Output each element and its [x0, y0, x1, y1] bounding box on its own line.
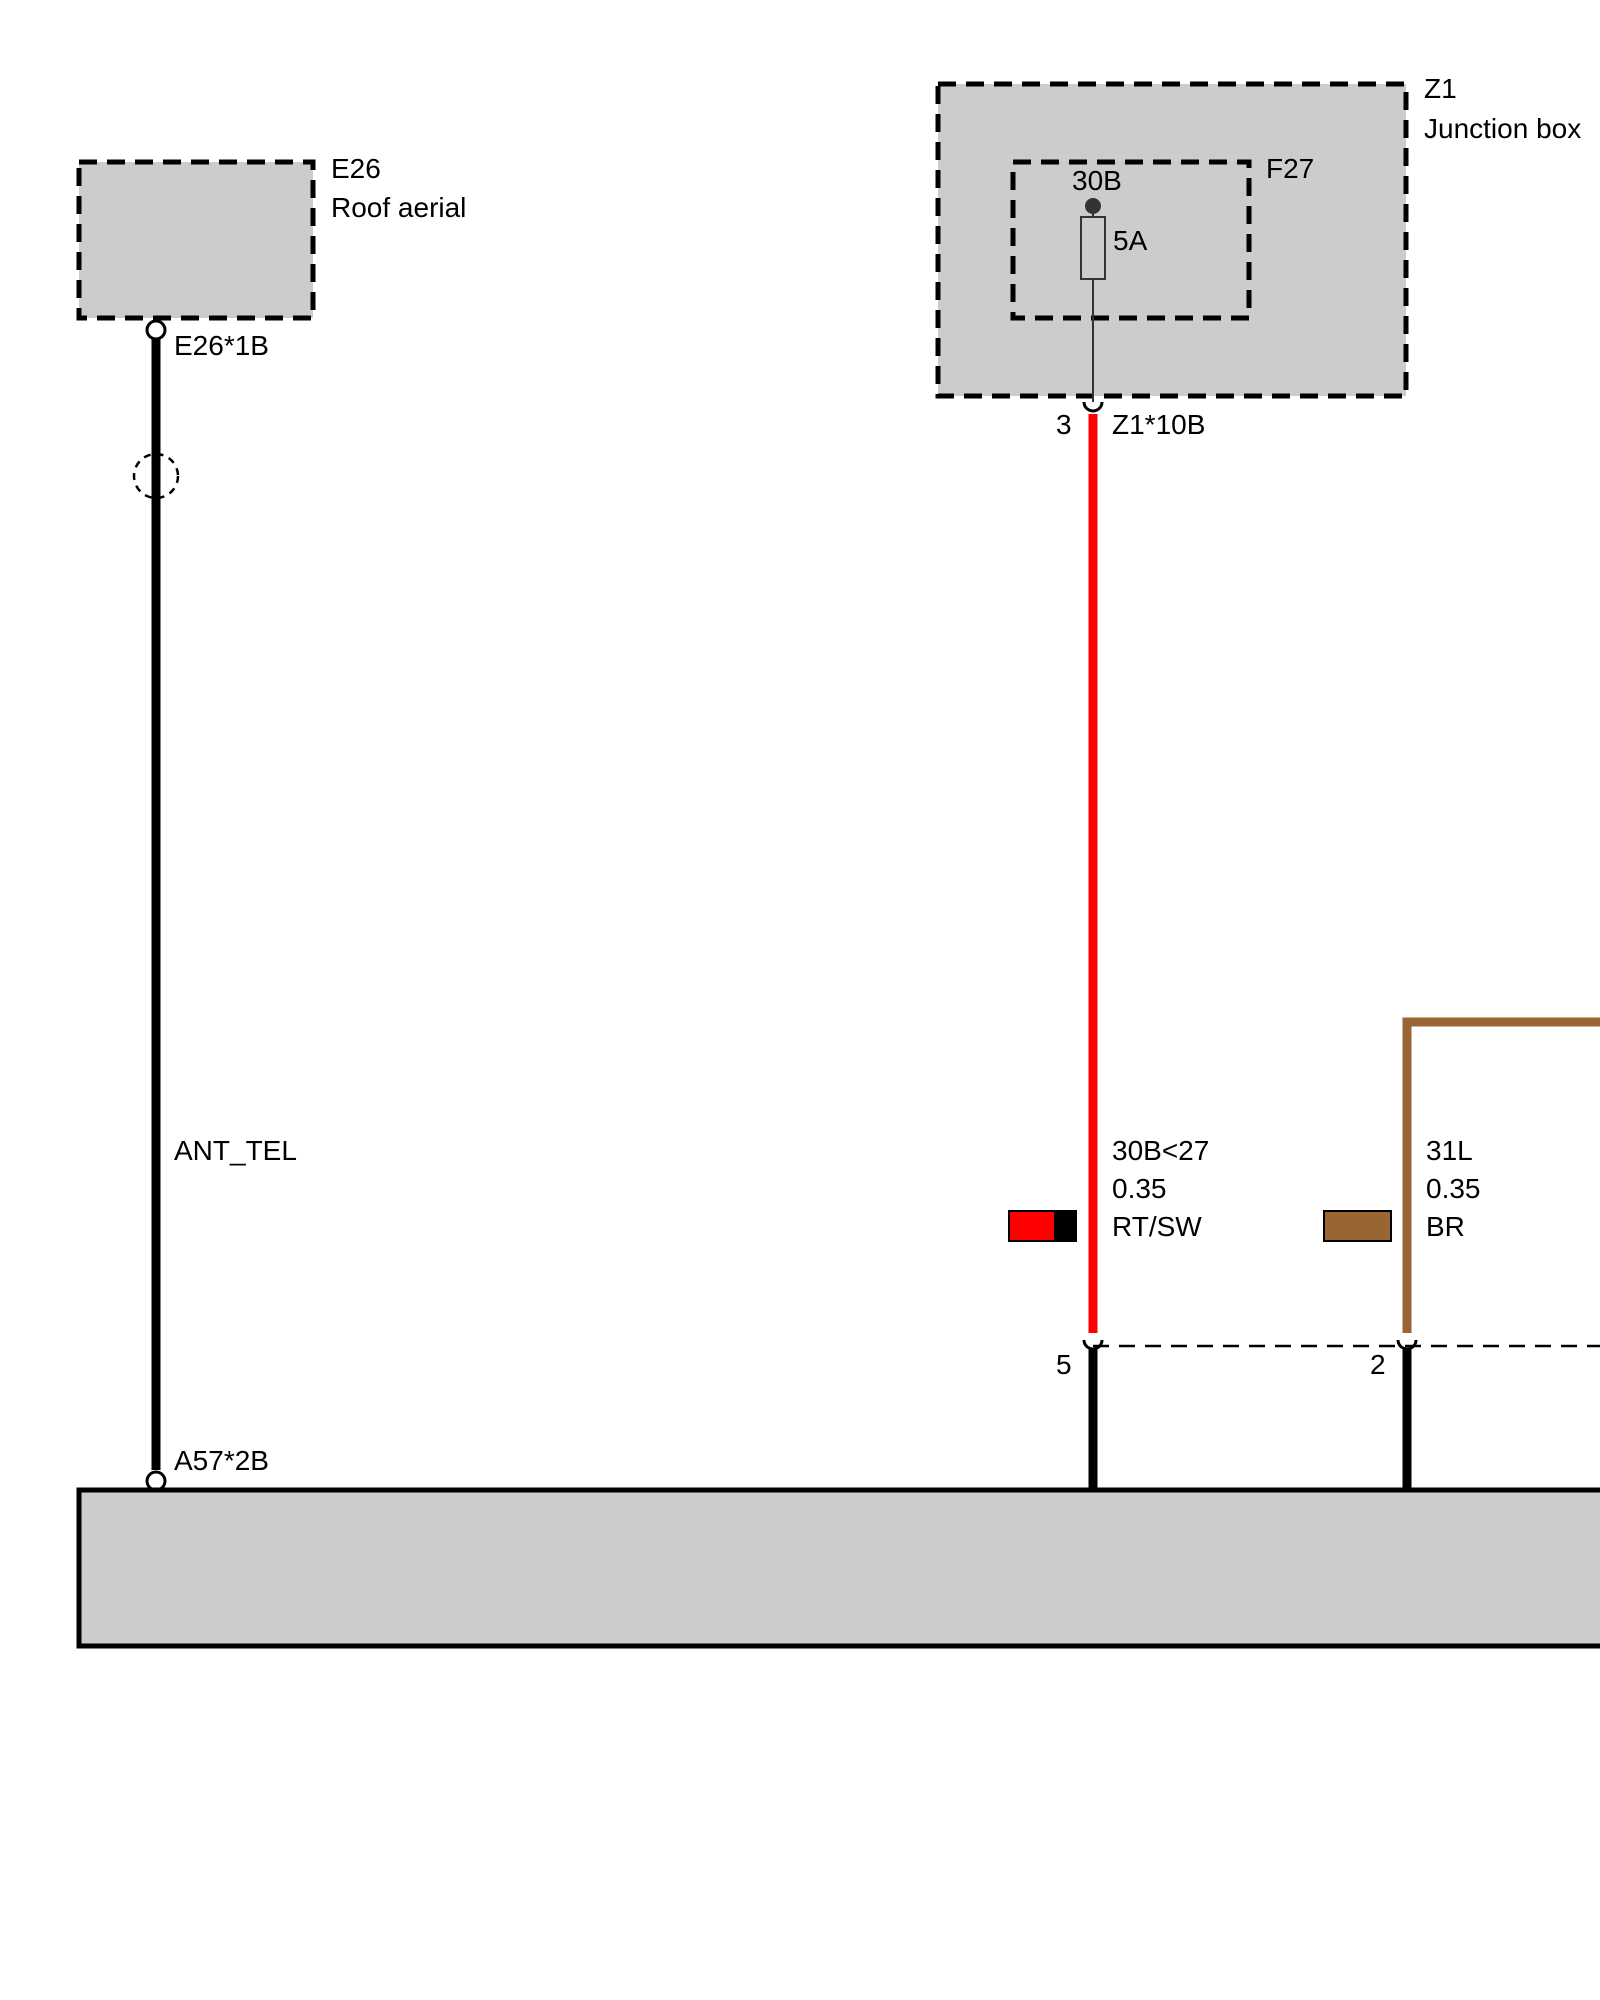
e26-roof-aerial-box[interactable]: [76, 159, 316, 321]
red-black-color-swatch-border: [1008, 1210, 1077, 1242]
brown-color-swatch: [1323, 1210, 1392, 1242]
brown-wire-gauge-label: 0.35: [1426, 1173, 1481, 1204]
red-black-color-swatch-stripe: [1054, 1211, 1076, 1241]
brown-wire[interactable]: [1402, 1017, 1600, 1333]
a57-pin-label: A57*2B: [174, 1445, 269, 1476]
red-wire-signal-label: 30B<27: [1112, 1135, 1209, 1166]
e26-pin-label: E26*1B: [174, 330, 269, 361]
z1-pin-terminal[interactable]: [1082, 401, 1104, 413]
f27-terminal-label: 30B: [1072, 165, 1122, 196]
pin-2-label: 2: [1370, 1349, 1386, 1380]
z1-pin-number-label: 3: [1056, 409, 1072, 440]
z1-pin-label: Z1*10B: [1112, 409, 1205, 440]
fuse-rating-label: 5A: [1113, 225, 1148, 256]
pin-2-terminal[interactable]: [1396, 1339, 1418, 1351]
antenna-signal-label: ANT_TEL: [174, 1135, 297, 1166]
f27-id-label: F27: [1266, 153, 1314, 184]
pin-5-label: 5: [1056, 1349, 1072, 1380]
brown-wire-color-label: BR: [1426, 1211, 1465, 1242]
e26-pin-terminal[interactable]: [145, 319, 167, 341]
z1-junction-box[interactable]: [935, 81, 1409, 399]
red-wire-gauge-label: 0.35: [1112, 1173, 1167, 1204]
f27-fuse-box[interactable]: [1010, 159, 1252, 321]
e26-id-label: E26: [331, 153, 381, 184]
pin-5-terminal[interactable]: [1082, 1339, 1104, 1351]
a57-control-unit-box[interactable]: [76, 1487, 1600, 1649]
e26-name-label: Roof aerial: [331, 192, 466, 223]
red-wire-color-label: RT/SW: [1112, 1211, 1202, 1242]
a57-pin-terminal[interactable]: [145, 1470, 167, 1492]
z1-id-label: Z1: [1424, 73, 1457, 104]
z1-name-label: Junction box: [1424, 113, 1581, 144]
shield-marker-icon: [132, 452, 180, 500]
red-black-color-swatch: [1009, 1211, 1054, 1241]
brown-wire-signal-label: 31L: [1426, 1135, 1473, 1166]
